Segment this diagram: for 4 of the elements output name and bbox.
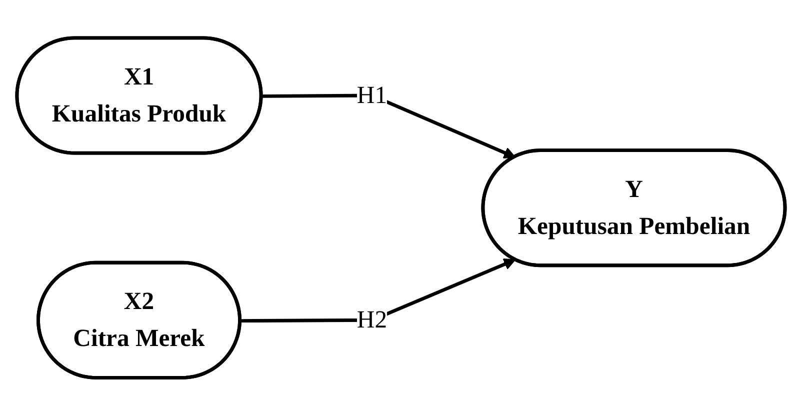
edge-label: H2 — [356, 306, 387, 334]
arrow — [261, 94, 516, 159]
edge-label: H1 — [356, 81, 387, 109]
arrow — [240, 258, 516, 323]
